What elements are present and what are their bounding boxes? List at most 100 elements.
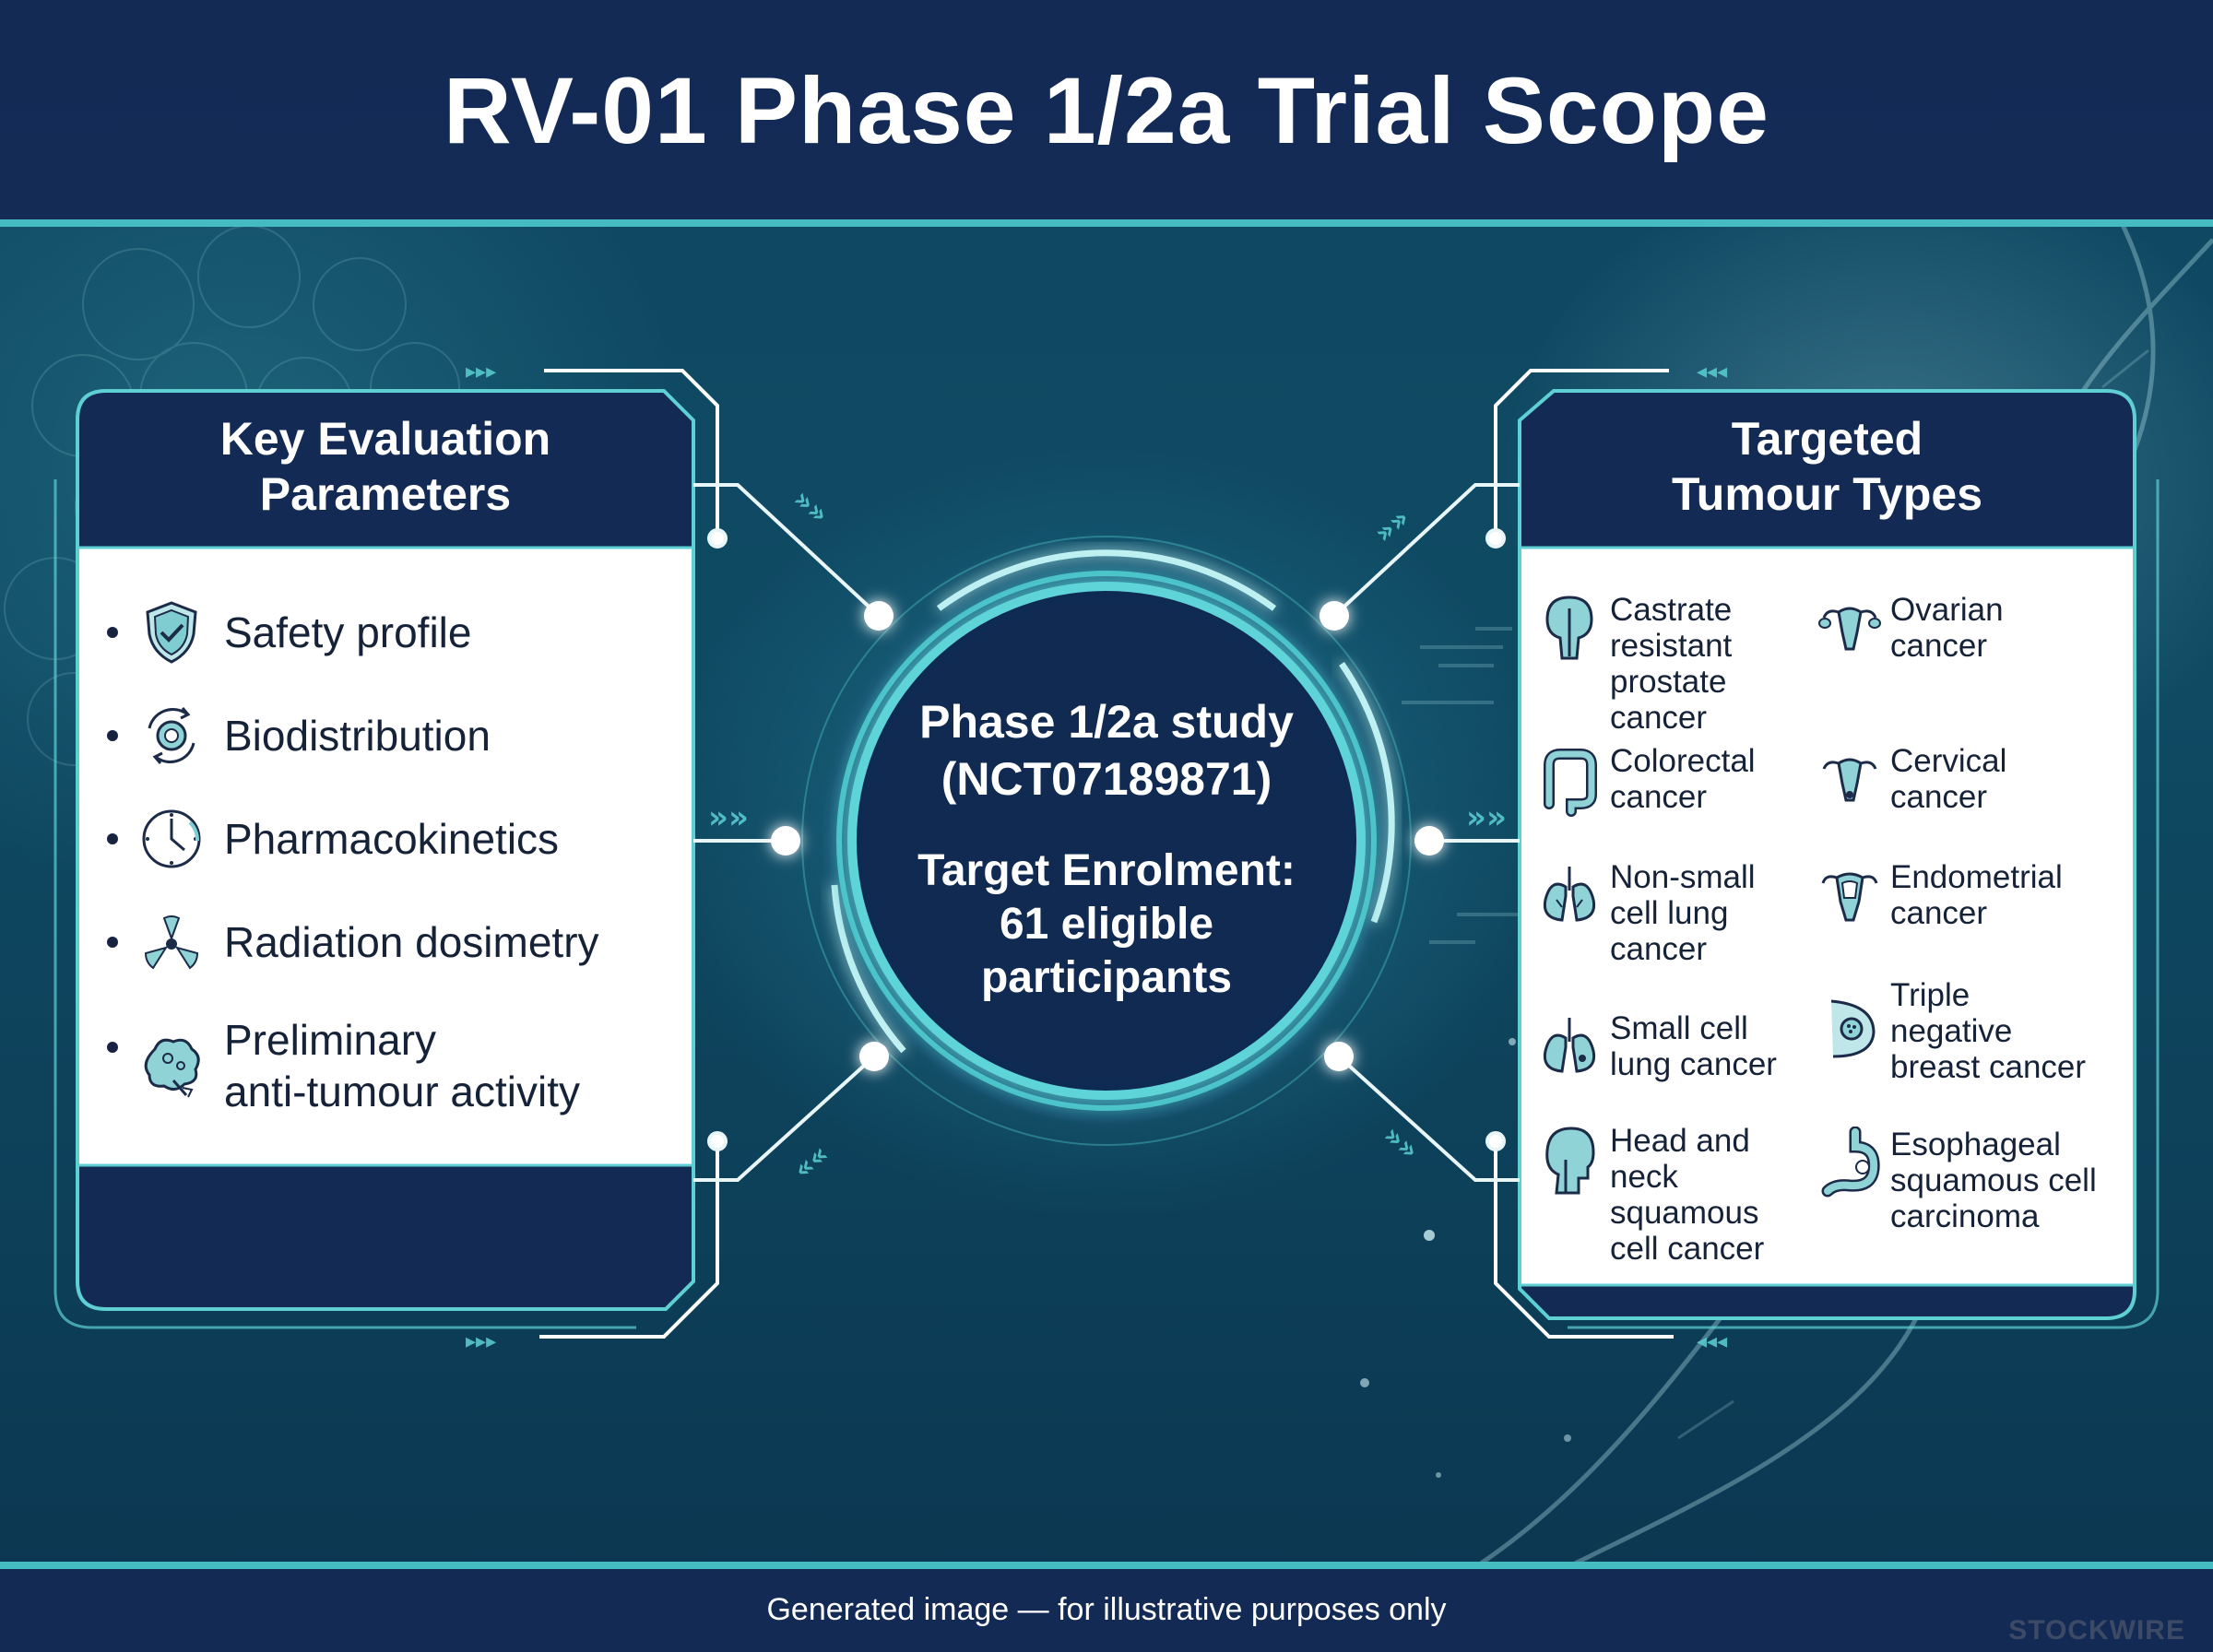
svg-text:»»: »» (787, 483, 834, 531)
tumour-label-line: Non-small (1610, 859, 1756, 895)
item-label: Safety profile (224, 608, 472, 656)
svg-text:▸▸▸: ▸▸▸ (466, 1330, 496, 1353)
circular-arrows-target-icon (148, 707, 195, 764)
item-label: Radiation dosimetry (224, 918, 599, 966)
shield-check-icon (146, 601, 197, 664)
tumour-label-line: carcinoma (1890, 1198, 2040, 1234)
tumour-label-line: lung cancer (1610, 1046, 1777, 1082)
left-panel-heading: Key Evaluation Parameters (79, 411, 692, 522)
tumour-label-line: Small cell (1610, 1010, 1748, 1046)
tumour-label-line: cancer (1890, 779, 1988, 815)
enrolment-line-1: Target Enrolment: (917, 846, 1296, 895)
tumour-label-line: Ovarian (1890, 592, 2004, 628)
watermark: STOCKWIRE (2008, 1615, 2185, 1646)
study-label: Phase 1/2a study (NCT07189871) (830, 693, 1383, 808)
clock-icon (142, 809, 201, 868)
tumour-label-line: cancer (1890, 895, 1988, 931)
stomach-icon (1821, 1127, 1880, 1198)
uterus-icon (1821, 872, 1878, 922)
footer-rule (0, 1562, 2213, 1569)
tumour-label-line: squamous cell (1890, 1162, 2097, 1198)
footer-disclaimer: Generated image — for illustrative purpo… (766, 1592, 1447, 1627)
tumour-item-head-neck: Head and neck squamous cell cancer (1538, 1123, 1815, 1270)
tumour-item-ovarian: Ovarian cancer (1818, 592, 2113, 675)
bullet (107, 833, 118, 844)
tumour-label-line: cancer (1610, 931, 1708, 967)
svg-text:««: «« (787, 1139, 835, 1186)
svg-text:»»: »» (1466, 799, 1507, 836)
tumour-label-line: resistant (1610, 628, 1733, 664)
tumour-label-line: Castrate (1610, 592, 1733, 628)
svg-text:▸▸▸: ▸▸▸ (466, 360, 496, 384)
header-band (0, 0, 2213, 219)
tumour-label-line: Endometrial (1890, 859, 2063, 895)
lungs-icon (1543, 1018, 1596, 1073)
tumour-label-line: breast cancer (1890, 1049, 2087, 1085)
ovary-icon (1818, 607, 1881, 651)
tumour-label-line: squamous (1610, 1195, 1759, 1231)
tumour-item-prostate: Castrate resistant prostate cancer (1538, 592, 1815, 739)
list-item: Radiation dosimetry (81, 905, 671, 979)
right-panel-frame (1494, 369, 2160, 1339)
right-panel-heading: Targeted Tumour Types (1521, 411, 2133, 522)
prostate-icon (1545, 596, 1593, 660)
right-heading-line-1: Targeted (1731, 413, 1923, 465)
tumour-cell-icon (144, 1038, 200, 1098)
lungs-icon (1543, 867, 1596, 922)
cervix-icon (1822, 758, 1877, 802)
enrolment-line-3: participants (980, 953, 1233, 1002)
item-label: Biodistribution (224, 712, 491, 760)
left-heading-line-1: Key Evaluation (219, 413, 551, 465)
tumour-label-line: cell cancer (1610, 1231, 1765, 1267)
list-item: Safety profile (81, 596, 671, 669)
breast-icon (1830, 999, 1876, 1058)
tumour-label-line: Head and (1610, 1123, 1750, 1159)
tumour-label-line: Esophageal (1890, 1127, 2061, 1162)
hub-nodes (771, 601, 1444, 1071)
list-item: Preliminary anti-tumour activity (81, 1010, 671, 1121)
bullet (107, 937, 118, 948)
svg-text:◂◂◂: ◂◂◂ (1697, 360, 1727, 384)
tumour-label-line: cell lung (1610, 895, 1729, 931)
tumour-label-line: negative (1890, 1013, 2013, 1049)
svg-text:»»: »» (1368, 502, 1416, 550)
tumour-label-line: Cervical (1890, 743, 2007, 779)
tumour-item-sclc: Small cell lung cancer (1538, 1010, 1815, 1093)
right-heading-line-2: Tumour Types (1671, 468, 1983, 520)
tumour-item-endometrial: Endometrial cancer (1818, 859, 2113, 942)
tumour-label-line: Triple (1890, 977, 1970, 1013)
enrolment-label: Target Enrolment: 61 eligible participan… (830, 844, 1383, 1005)
study-title: Phase 1/2a study (919, 696, 1294, 748)
head-neck-icon (1545, 1127, 1595, 1195)
svg-text:»»: »» (708, 799, 749, 836)
bullet (107, 627, 118, 638)
tumour-label-line: cancer (1610, 700, 1708, 736)
bullet (107, 730, 118, 741)
header-rule (0, 219, 2213, 227)
footer-band (0, 1569, 2213, 1652)
left-heading-line-2: Parameters (259, 468, 512, 520)
enrolment-line-2: 61 eligible (999, 900, 1214, 949)
list-item: Biodistribution (81, 699, 671, 773)
bullet (107, 1042, 118, 1053)
tumour-label-line: prostate (1610, 664, 1727, 700)
list-item: Pharmacokinetics (81, 802, 671, 876)
item-label-line-2: anti-tumour activity (224, 1068, 581, 1115)
page-title: RV-01 Phase 1/2a Trial Scope (444, 58, 1769, 163)
tumour-label-line: neck (1610, 1159, 1678, 1195)
svg-text:◂◂◂: ◂◂◂ (1697, 1330, 1727, 1353)
item-label-line-1: Preliminary (224, 1016, 437, 1064)
central-hub (801, 536, 1412, 1146)
tumour-item-cervical: Cervical cancer (1818, 743, 2113, 826)
tumour-label-line: cancer (1610, 779, 1708, 815)
tumour-item-nsclc: Non-small cell lung cancer (1538, 859, 1815, 979)
colon-icon (1544, 749, 1597, 817)
tumour-label-line: Colorectal (1610, 743, 1756, 779)
tumour-label-line: cancer (1890, 628, 1988, 664)
tumour-item-esophageal: Esophageal squamous cell carcinoma (1818, 1127, 2123, 1246)
item-label: Pharmacokinetics (224, 815, 560, 863)
radiation-icon (144, 915, 199, 970)
study-id: (NCT07189871) (941, 753, 1272, 805)
